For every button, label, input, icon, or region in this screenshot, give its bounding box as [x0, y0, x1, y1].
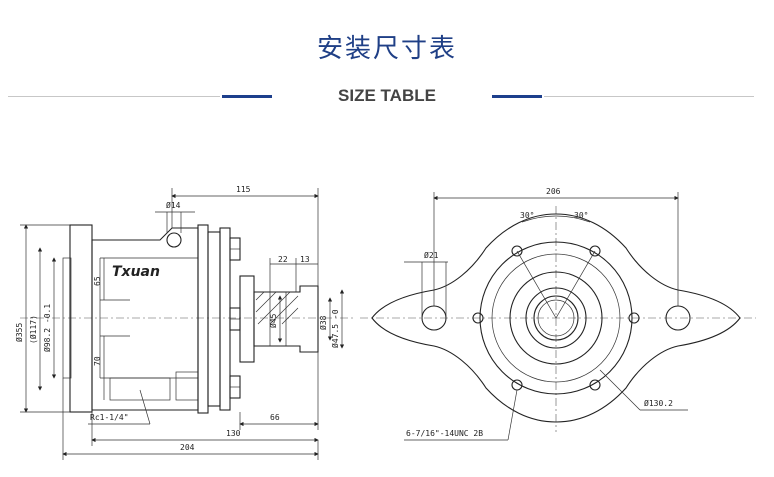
dim-130-2: Ø130.2 — [644, 398, 673, 408]
dim-30-left: 30° — [520, 211, 534, 220]
dim-117: (Ø117) — [28, 315, 38, 344]
divider-left — [8, 96, 220, 97]
dim-13: 13 — [300, 255, 310, 264]
dim-30-right: 30° — [574, 211, 588, 220]
side-view: Txuan 115 Ø14 22 13 65 70 Ø355 (Ø117) Ø9… — [14, 185, 355, 460]
divider-right — [544, 96, 754, 97]
section-subtitle: SIZE TABLE — [338, 86, 436, 105]
dim-206: 206 — [546, 187, 561, 196]
dim-130: 130 — [226, 429, 241, 438]
dim-98: Ø98.2 -0.1 — [42, 304, 52, 352]
port-label: Rc1-1/4" — [90, 413, 129, 422]
brand-label: Txuan — [112, 264, 160, 280]
accent-bar-left — [222, 95, 272, 98]
dim-47: Ø47.5 -0 — [330, 309, 340, 348]
dim-204: 204 — [180, 443, 195, 452]
front-view: 206 30° 30° Ø21 Ø130.2 6-7/16"-14UNC 2B — [360, 187, 756, 441]
dim-38: Ø38 — [318, 315, 328, 330]
thread-callout: 6-7/16"-14UNC 2B — [406, 429, 483, 438]
dim-bolt-14: Ø14 — [166, 200, 181, 210]
dim-22: 22 — [278, 255, 288, 264]
page-title: 安装尺寸表 — [316, 34, 457, 64]
accent-bar-right — [492, 95, 542, 98]
dim-45: Ø45 — [268, 313, 278, 328]
dim-70: 70 — [93, 356, 102, 366]
dim-65: 65 — [93, 276, 102, 286]
dim-66: 66 — [270, 413, 280, 422]
dim-355: Ø355 — [14, 323, 24, 342]
dim-115: 115 — [236, 185, 251, 194]
dim-21: Ø21 — [424, 250, 439, 260]
